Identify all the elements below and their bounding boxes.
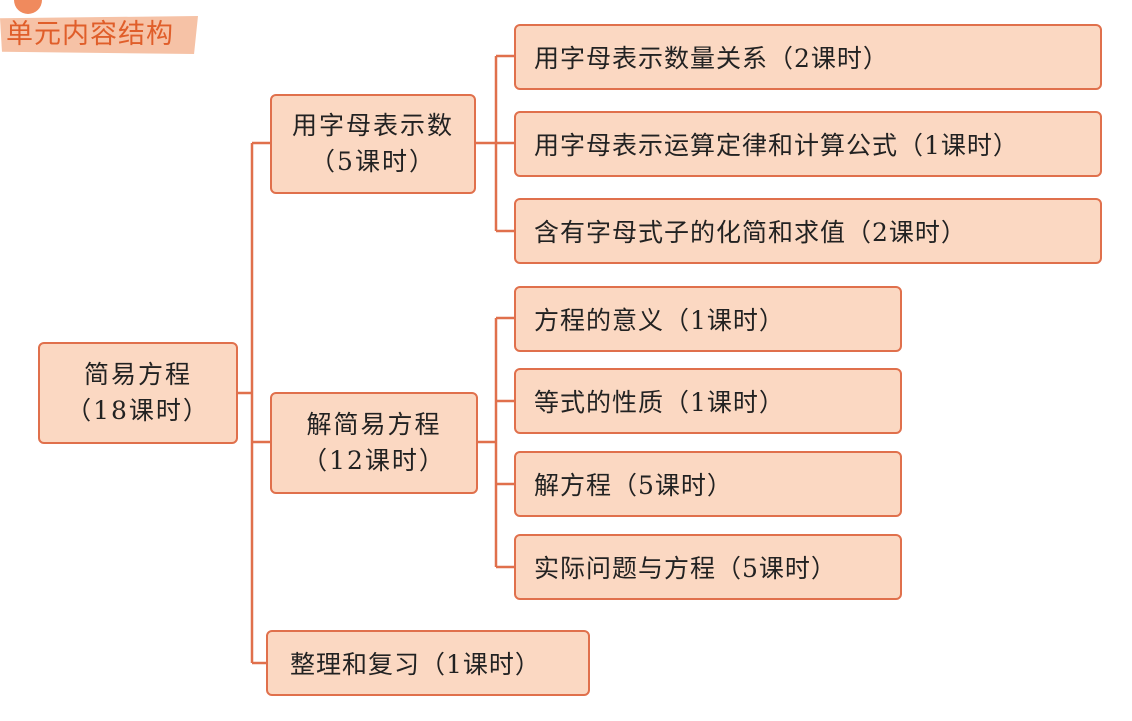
section-title: 单元内容结构 [6,19,174,50]
node-branch-letters-title: 用字母表示数 [291,111,454,140]
node-root-hours: （18课时） [66,396,210,425]
leaf-label: 含有字母式子的化简和求值（2课时） [534,218,967,247]
node-branch-equations-hours: （12课时） [302,446,446,475]
leaf-label: 用字母表示运算定律和计算公式（1课时） [534,131,1019,160]
leaf-label: 实际问题与方程（5课时） [534,554,837,583]
node-leaf-quantity-relations: 用字母表示数量关系（2课时） [514,24,1102,90]
leaf-label: 用字母表示数量关系（2课时） [534,44,889,73]
node-leaf-operation-laws: 用字母表示运算定律和计算公式（1课时） [514,111,1102,177]
node-leaf-equality-properties: 等式的性质（1课时） [514,368,902,434]
node-branch-equations-title: 解简易方程 [306,410,442,439]
node-branch-equations: 解简易方程 （12课时） [270,392,478,494]
node-leaf-simplify-evaluate: 含有字母式子的化简和求值（2课时） [514,198,1102,264]
section-header: 单元内容结构 [0,0,200,58]
node-root: 简易方程 （18课时） [38,342,238,444]
node-branch-review-label: 整理和复习（1课时） [290,650,541,679]
node-root-title: 简易方程 [83,360,192,389]
node-branch-review: 整理和复习（1课时） [266,630,590,696]
node-branch-letters: 用字母表示数 （5课时） [270,94,476,194]
node-leaf-solve-equations: 解方程（5课时） [514,451,902,517]
node-leaf-equation-meaning: 方程的意义（1课时） [514,286,902,352]
header-highlight-band [0,16,198,54]
header-decor-circle [14,0,42,14]
node-branch-letters-hours: （5课时） [310,147,436,176]
leaf-label: 解方程（5课时） [534,471,733,500]
leaf-label: 方程的意义（1课时） [534,306,785,335]
node-leaf-word-problems: 实际问题与方程（5课时） [514,534,902,600]
leaf-label: 等式的性质（1课时） [534,388,785,417]
